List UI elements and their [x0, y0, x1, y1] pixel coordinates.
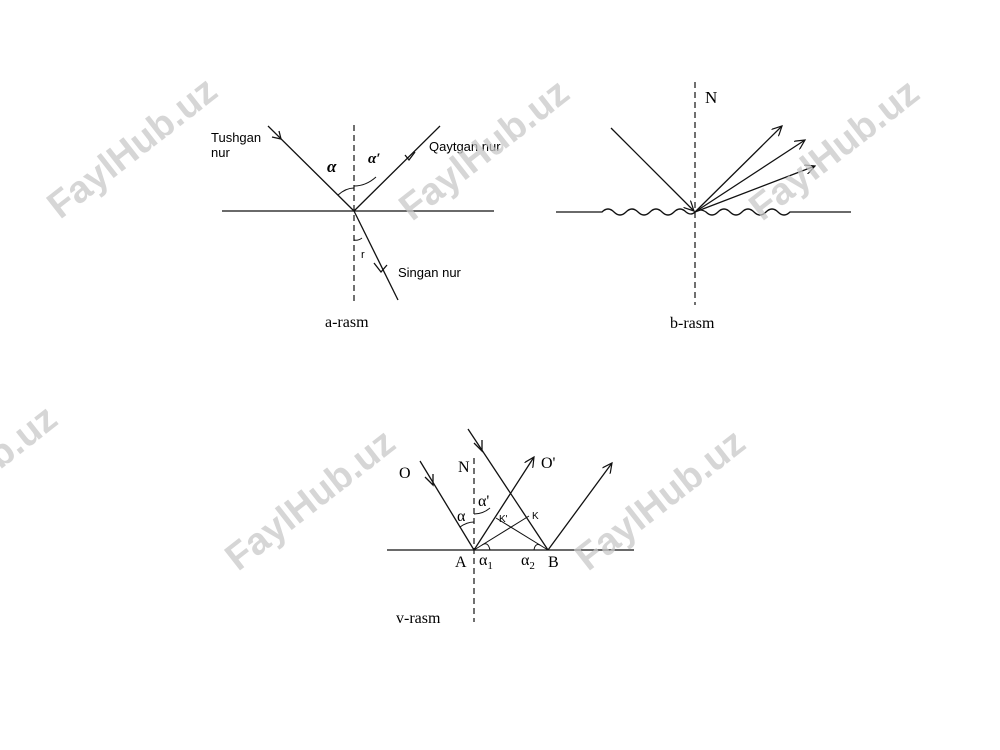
caption-b: b-rasm [670, 315, 715, 332]
label-B: B [548, 554, 559, 571]
arc-reflection-a [353, 176, 377, 187]
incident-label-a-2: nur [211, 145, 230, 160]
angle-incidence-label-a: α [327, 157, 337, 176]
watermark-text: FaylHub.uz [742, 71, 928, 229]
arc-alpha-v [459, 521, 475, 528]
watermark-text: FaylHub.uz [0, 397, 65, 555]
refracted-label-a: Singan nur [398, 265, 462, 280]
angle-reflection-label-a: α′ [368, 151, 381, 167]
rough-surface-b [556, 208, 851, 216]
incident-arrow-v-1 [424, 474, 434, 487]
angle-alpha2-label-v: α2 [521, 552, 535, 572]
reflected-arrow-a [404, 151, 416, 162]
label-K-prime: K' [499, 514, 508, 525]
incident-ray-b [610, 127, 694, 211]
watermarks: FaylHub.uz FaylHub.uz FaylHub.uz FaylHub… [0, 69, 927, 579]
caption-a: a-rasm [325, 314, 369, 331]
scattered-ray-b-2 [694, 140, 805, 213]
label-O: O [399, 465, 411, 482]
incident-label-a-1: Tushgan [211, 130, 261, 145]
incident-ray-a [267, 125, 355, 212]
reflected-ray-v-1 [473, 457, 534, 551]
incident-arrow-a [271, 130, 282, 140]
label-A: A [455, 554, 467, 571]
arc-refraction-a [353, 237, 363, 241]
normal-label-b: N [705, 88, 717, 107]
figure-b: N b-rasm [556, 82, 851, 332]
reflected-label-a: Qaytgan nur [429, 139, 501, 154]
reflected-ray-a [353, 125, 441, 212]
angle-alpha1-label-v: α1 [479, 552, 493, 572]
watermark-text: FaylHub.uz [568, 421, 754, 579]
figure-v: O N O' α α' K' K A B α1 α2 v-rasm [387, 428, 634, 627]
scattered-ray-b-1 [694, 126, 782, 213]
watermark-text: FaylHub.uz [40, 69, 226, 227]
label-K: K [532, 511, 539, 522]
angle-alpha-label-v: α [457, 508, 466, 525]
arc-alpha2-v [533, 544, 541, 551]
arc-alpha1-v [481, 543, 491, 551]
watermark-text: FaylHub.uz [392, 71, 578, 229]
scattered-ray-b-3 [694, 166, 815, 213]
arc-incidence-a [337, 187, 355, 196]
caption-v: v-rasm [396, 610, 441, 627]
refracted-arrow-a [373, 262, 388, 274]
arc-alpha-prime-v [473, 507, 491, 515]
incident-arrow-v-2 [473, 440, 483, 453]
angle-refraction-label-a: r [361, 249, 365, 261]
label-O-prime: O' [541, 455, 556, 472]
refracted-ray-a [353, 210, 399, 301]
label-N-v: N [458, 459, 470, 476]
watermark-text: FaylHub.uz [218, 421, 404, 579]
figure-a: Tushgan nur Qaytgan nur Singan nur α α′ … [211, 125, 501, 331]
incident-ray-v-1 [419, 460, 475, 551]
incident-ray-v-2 [467, 428, 549, 551]
reflected-ray-v-2 [547, 463, 612, 551]
angle-alpha-prime-label-v: α' [478, 493, 489, 510]
